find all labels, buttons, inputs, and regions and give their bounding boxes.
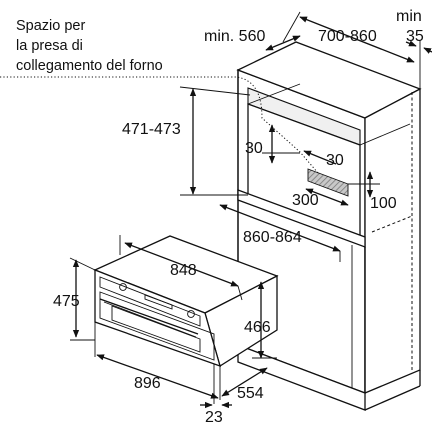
dimension-lines bbox=[0, 11, 432, 409]
dim-min-word: min bbox=[396, 8, 422, 25]
oven-door-handle bbox=[99, 298, 199, 335]
socket-note-line-1: Spazio per bbox=[16, 18, 85, 34]
dim-min-35: 35 bbox=[406, 28, 424, 45]
socket-note-line-3: collegamento del forno bbox=[16, 58, 163, 74]
tall-cabinet bbox=[236, 41, 422, 411]
oven-window bbox=[111, 305, 201, 353]
oven-knob-left bbox=[119, 283, 127, 291]
dim-30-right: 30 bbox=[326, 152, 344, 169]
dim-oven-height-466: 466 bbox=[244, 319, 271, 336]
dim-30-left: 30 bbox=[245, 140, 263, 157]
dim-oven-width-848: 848 bbox=[170, 262, 197, 279]
dim-door-23: 23 bbox=[205, 409, 223, 426]
oven-knob-right bbox=[187, 310, 195, 318]
dim-depth-700-860: 700-860 bbox=[318, 28, 377, 45]
socket-leader-line bbox=[0, 76, 319, 174]
dim-min-560: min. 560 bbox=[204, 28, 265, 45]
labels: Spazio per la presa di collegamento del … bbox=[16, 8, 424, 426]
oven-display bbox=[144, 294, 173, 310]
dim-100: 100 bbox=[370, 195, 397, 212]
dim-300: 300 bbox=[292, 192, 319, 209]
dim-height-471-473: 471-473 bbox=[122, 121, 181, 138]
dim-oven-height-475: 475 bbox=[53, 293, 80, 310]
dim-oven-width-896: 896 bbox=[134, 375, 161, 392]
socket-note-line-2: la presa di bbox=[16, 38, 83, 54]
dim-oven-depth-554: 554 bbox=[237, 385, 264, 402]
dim-width-860-864: 860-864 bbox=[243, 229, 302, 246]
